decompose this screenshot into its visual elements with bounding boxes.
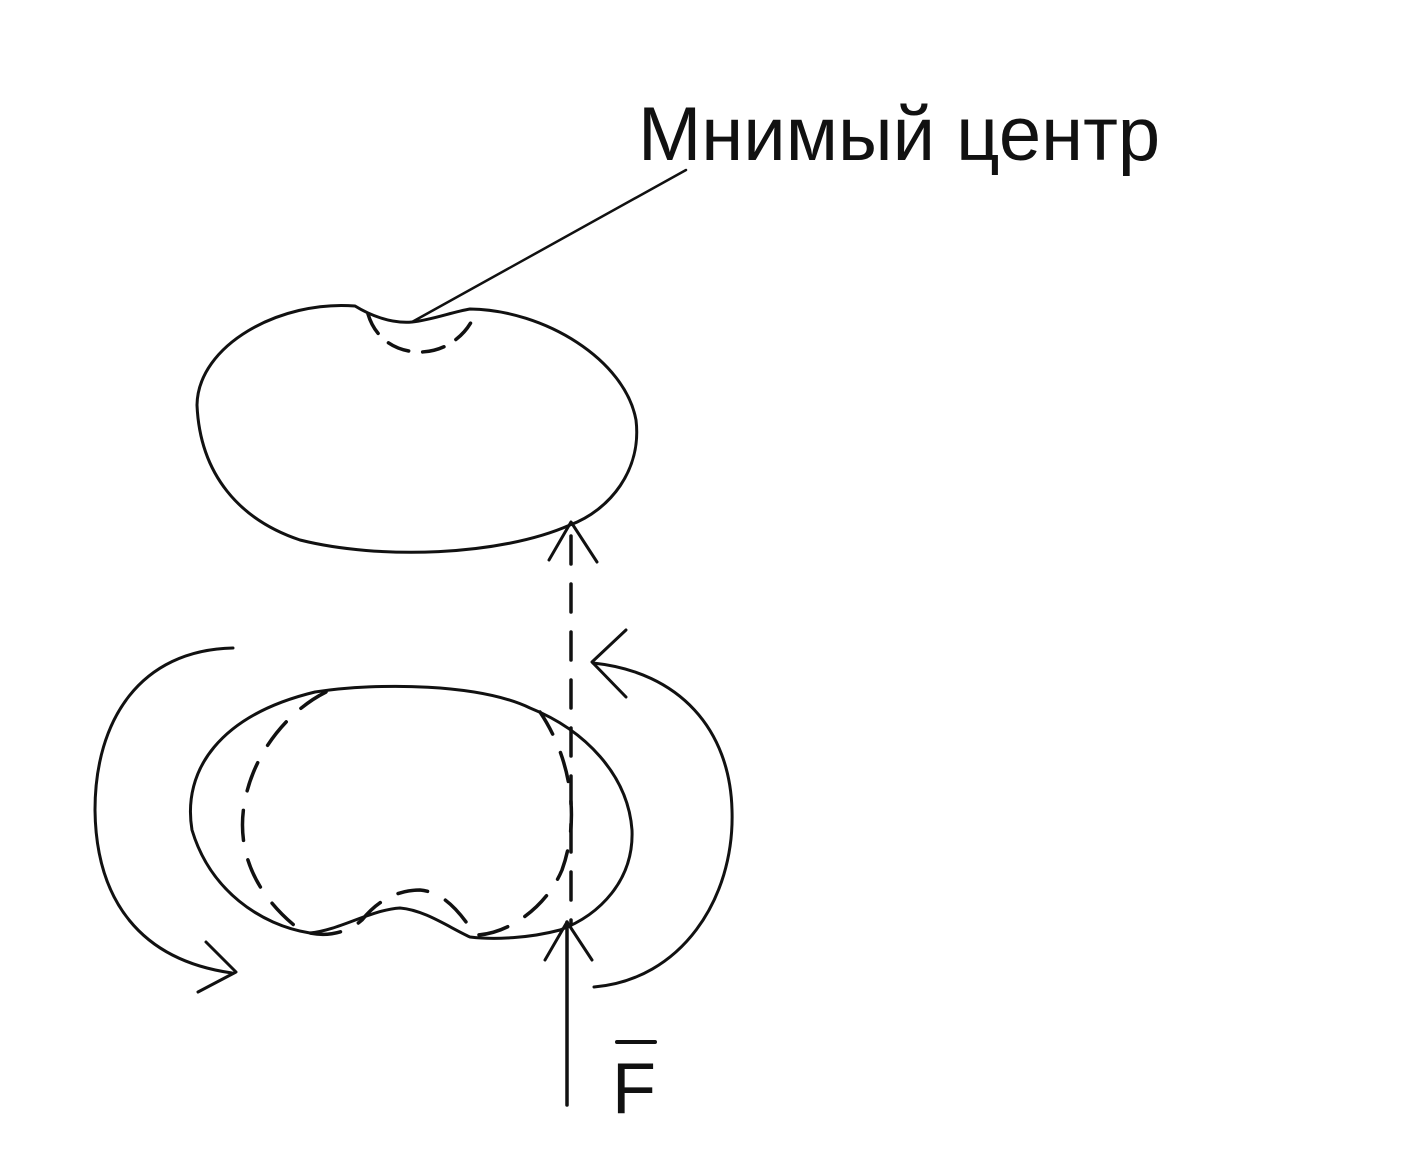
upper-notch-dashed (366, 312, 476, 354)
force-vector-arrowhead (543, 920, 594, 962)
left-rotation-arrow (93, 646, 235, 975)
label-imaginary-center: Мнимый центр (638, 92, 1160, 177)
lower-body-outline (189, 684, 634, 940)
left-rotation-arrowhead (196, 940, 238, 994)
right-rotation-arrow (591, 661, 734, 989)
lower-body-dashed-outline (240, 690, 574, 937)
leader-line (410, 168, 688, 324)
upper-body-outline (195, 303, 639, 554)
arrowhead-upper (547, 520, 599, 564)
right-rotation-arrowhead (590, 628, 628, 699)
force-label: F (612, 1049, 656, 1129)
